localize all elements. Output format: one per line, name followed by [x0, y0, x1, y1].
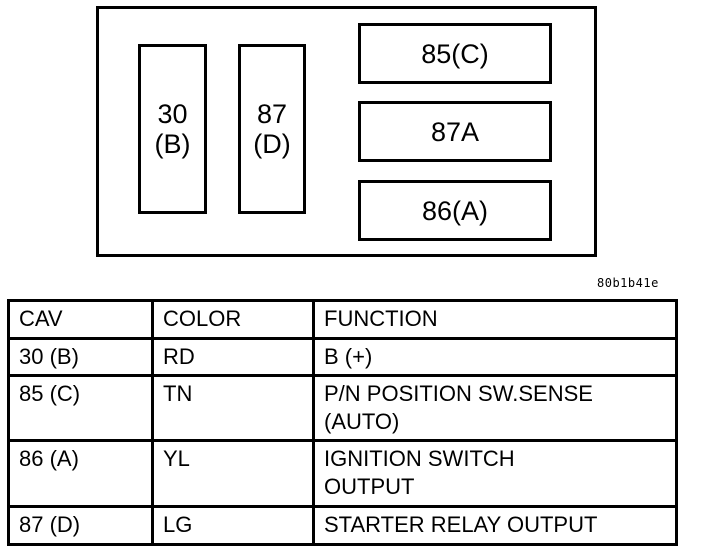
table-row: 87 (D) LG STARTER RELAY OUTPUT: [7, 505, 678, 546]
header-cav: CAV: [7, 299, 154, 340]
table-row: 30 (B) RD B (+): [7, 337, 678, 377]
cavity-87: 87 (D): [238, 44, 306, 214]
function-line: STARTER RELAY OUTPUT: [324, 512, 598, 537]
cell-function: P/N POSITION SW.SENSE (AUTO): [312, 374, 678, 442]
function-line: OUTPUT: [324, 474, 415, 499]
cell-function: IGNITION SWITCH OUTPUT: [312, 439, 678, 508]
cavity-85-label: 85(C): [421, 38, 489, 69]
cell-function: STARTER RELAY OUTPUT: [312, 505, 678, 546]
cavity-87-number: 87: [256, 99, 288, 129]
table-header-row: CAV COLOR FUNCTION: [7, 299, 678, 340]
cell-cav: 85 (C): [7, 374, 154, 442]
cell-color: LG: [151, 505, 315, 546]
cavity-87a-label: 87A: [430, 116, 480, 147]
cell-cav: 87 (D): [7, 505, 154, 546]
cavity-87a: 87A: [358, 101, 552, 162]
cell-function: B (+): [312, 337, 678, 377]
cavity-87-letter: (D): [253, 129, 291, 159]
table-row: 85 (C) TN P/N POSITION SW.SENSE (AUTO): [7, 374, 678, 442]
pin-table: CAV COLOR FUNCTION 30 (B) RD B (+) 85 (C…: [7, 299, 678, 546]
connector-outline: [96, 6, 597, 257]
cavity-86-label: 86(A): [421, 195, 489, 226]
cavity-30-number: 30: [157, 99, 188, 129]
cavity-30: 30 (B): [138, 44, 207, 214]
figure-code: 80b1b41e: [597, 276, 659, 290]
cell-color: RD: [151, 337, 315, 377]
function-line: (AUTO): [324, 409, 400, 434]
cavity-85: 85(C): [358, 23, 552, 84]
cavity-86: 86(A): [358, 180, 552, 241]
function-line: P/N POSITION SW.SENSE: [324, 381, 593, 406]
table-row: 86 (A) YL IGNITION SWITCH OUTPUT: [7, 439, 678, 508]
cell-color: YL: [151, 439, 315, 508]
cell-cav: 30 (B): [7, 337, 154, 377]
header-function: FUNCTION: [312, 299, 678, 340]
function-line: B (+): [324, 344, 373, 369]
cavity-30-letter: (B): [154, 129, 191, 159]
cell-cav: 86 (A): [7, 439, 154, 508]
header-color: COLOR: [151, 299, 315, 340]
cell-color: TN: [151, 374, 315, 442]
function-line: IGNITION SWITCH: [324, 446, 515, 471]
